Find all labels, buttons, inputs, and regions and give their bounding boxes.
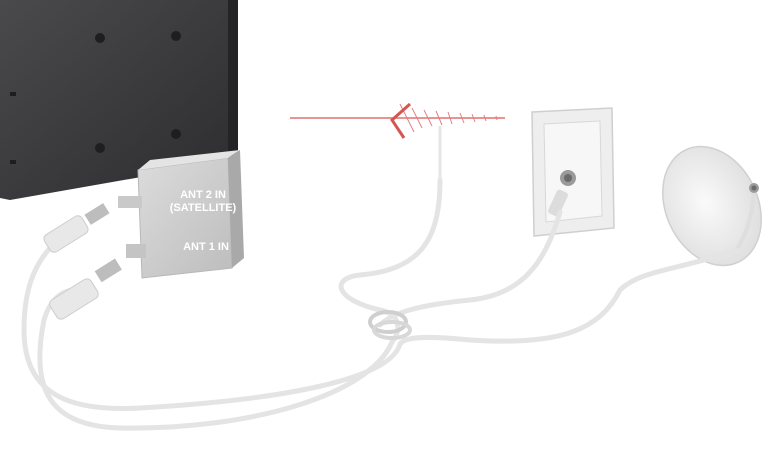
- yagi-antenna-icon: [290, 102, 505, 180]
- wall-coax-outlet-icon: [531, 107, 615, 237]
- satellite-dish-icon: [662, 145, 762, 267]
- tv-back-panel: [0, 0, 238, 200]
- coax-plug-ant1: [49, 258, 122, 320]
- cables: [21, 177, 739, 431]
- ant2-label-line2: (SATELLITE): [170, 202, 237, 214]
- antenna-adapter-icon: ANT 2 IN (SATELLITE) ANT 1 IN: [118, 150, 244, 279]
- ant1-label: ANT 1 IN: [183, 241, 229, 253]
- cable-tie-icon: [368, 310, 412, 340]
- coax-plug-ant2: [43, 203, 110, 253]
- ant2-label-line1: ANT 2 IN: [180, 189, 226, 201]
